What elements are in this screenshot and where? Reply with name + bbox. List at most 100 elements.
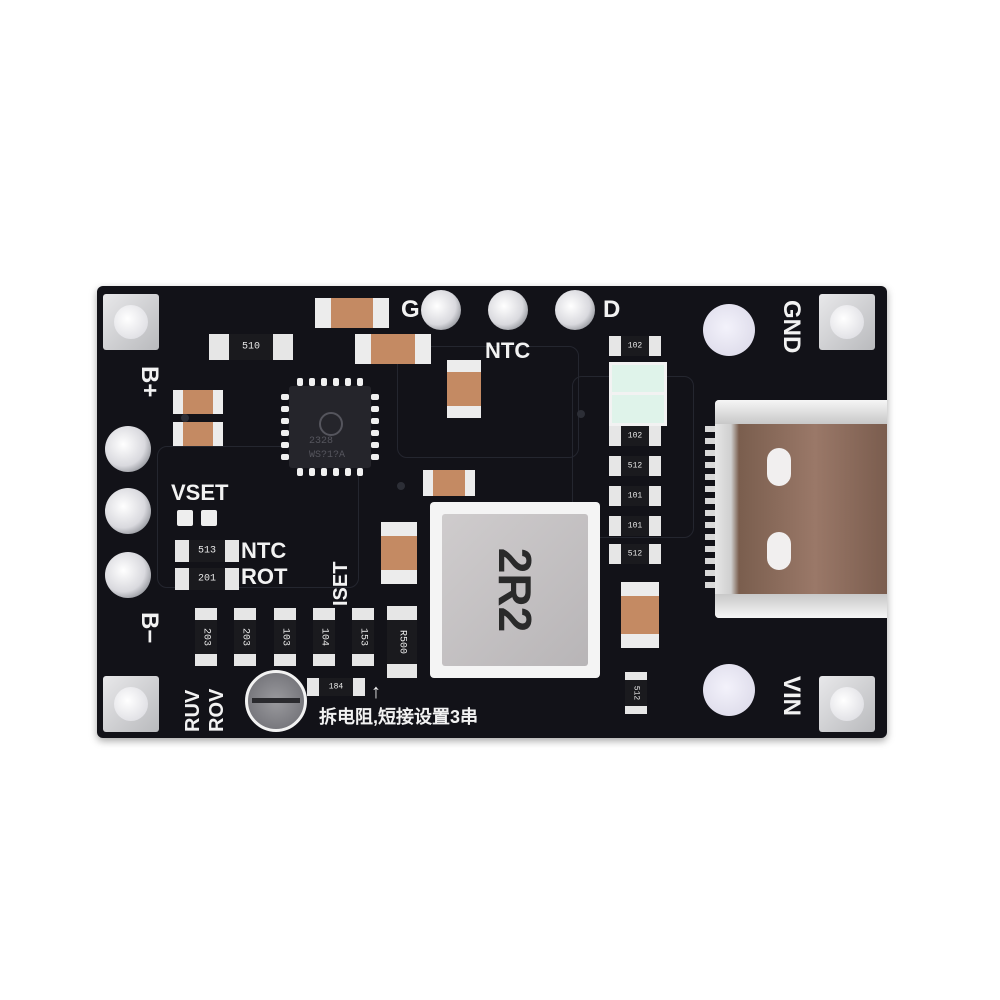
label-ntc: NTC [241, 538, 287, 563]
g-pad [421, 290, 461, 330]
status-led-1 [609, 362, 667, 396]
label-gnd: GND [778, 300, 805, 354]
left-pad-3 [105, 552, 151, 598]
resistor-rot: 201 [175, 568, 239, 590]
ic-pin [281, 394, 289, 400]
ic-pin [333, 468, 339, 476]
pcb-trace [157, 446, 359, 588]
resistor-iset: 104 [313, 608, 335, 666]
resistor-ntc: 513 [175, 540, 239, 562]
gnd-square-pad [819, 294, 875, 350]
potentiometer[interactable] [245, 670, 307, 732]
usb-c-connector[interactable] [715, 400, 887, 618]
label-ruv: RUV [182, 689, 204, 732]
usb-c-pin [705, 486, 715, 492]
via [397, 482, 405, 490]
b-plus-square-pad [103, 294, 159, 350]
capacitor [173, 390, 223, 414]
resistor-ruv: 203 [195, 608, 217, 666]
ic-pin [345, 468, 351, 476]
ic-pin [321, 468, 327, 476]
usb-c-pin [705, 474, 715, 480]
label-iset: ISET [330, 561, 352, 606]
usb-c-pin [705, 534, 715, 540]
resistor: 102 [609, 336, 661, 356]
inductor-body: 2R2 [442, 514, 588, 666]
label-vset: VSET [171, 480, 229, 505]
ic-pin [281, 430, 289, 436]
resistor: 153 [352, 608, 374, 666]
left-pad-1 [105, 426, 151, 472]
resistor: 102 [609, 426, 661, 446]
capacitor [423, 470, 475, 496]
resistor: 184 [307, 678, 365, 696]
ic-pin [357, 468, 363, 476]
mounting-hole-top [703, 304, 755, 356]
label-g: G [401, 296, 420, 323]
b-minus-square-pad [103, 676, 159, 732]
ic-pin [371, 406, 379, 412]
label-b-plus: B+ [136, 366, 163, 398]
capacitor [621, 582, 659, 648]
left-pad-2 [105, 488, 151, 534]
resistor: 101 [609, 486, 661, 506]
ic-pin [371, 442, 379, 448]
mounting-hole-bottom [703, 664, 755, 716]
usb-c-hole [767, 448, 791, 486]
capacitor [315, 298, 389, 328]
usb-c-pin [705, 570, 715, 576]
usb-c-pin [705, 462, 715, 468]
d-pad [555, 290, 595, 330]
ic-pin [371, 418, 379, 424]
pot-slot [252, 698, 300, 703]
ic-pin [281, 454, 289, 460]
resistor-rov: 203 [234, 608, 256, 666]
ic-pin [309, 468, 315, 476]
via [577, 410, 585, 418]
usb-c-pin [705, 558, 715, 564]
vin-square-pad [819, 676, 875, 732]
ic-marking-line2: WS?1?A [309, 450, 346, 461]
ic-pin [281, 442, 289, 448]
via [181, 414, 189, 422]
ic-marking-line1: 2328 [309, 436, 334, 447]
usb-c-pin [705, 450, 715, 456]
usb-c-pin [705, 426, 715, 432]
label-rot: ROT [241, 564, 288, 589]
ic-logo-icon [319, 412, 343, 436]
resistor: 101 [609, 516, 661, 536]
resistor: 103 [274, 608, 296, 666]
usb-c-hole [767, 532, 791, 570]
label-b-minus: B− [136, 612, 163, 644]
ic-pin [321, 378, 327, 386]
label-ntc-top: NTC [485, 338, 531, 363]
ic-pin [371, 430, 379, 436]
label-bottom-note: 拆电阻,短接设置3串 [319, 707, 479, 727]
pcb-trace [397, 346, 579, 458]
label-vin: VIN [778, 676, 805, 717]
resistor: 512 [625, 672, 647, 714]
ic-pin [297, 468, 303, 476]
usb-c-shell-top [715, 400, 887, 424]
ic-pin [333, 378, 339, 386]
capacitor [381, 522, 417, 584]
capacitor [447, 360, 481, 418]
ic-pin [297, 378, 303, 386]
inductor-marking: 2R2 [489, 547, 541, 633]
current-sense-resistor: R500 [387, 606, 417, 678]
label-d: D [603, 296, 621, 323]
capacitor [355, 334, 431, 364]
arrow-up-icon: ↑ [371, 681, 381, 703]
ic-pin [281, 418, 289, 424]
ic-pin [345, 378, 351, 386]
resistor: 510 [209, 334, 293, 360]
vset-jumper-pad [201, 510, 217, 526]
usb-c-pin [705, 522, 715, 528]
ic-pin [357, 378, 363, 386]
charger-ic: 2328 WS?1?A [289, 386, 371, 468]
capacitor [173, 422, 223, 446]
usb-c-pin [705, 510, 715, 516]
usb-c-pin [705, 498, 715, 504]
ntc-pad [488, 290, 528, 330]
status-led-2 [609, 392, 667, 426]
